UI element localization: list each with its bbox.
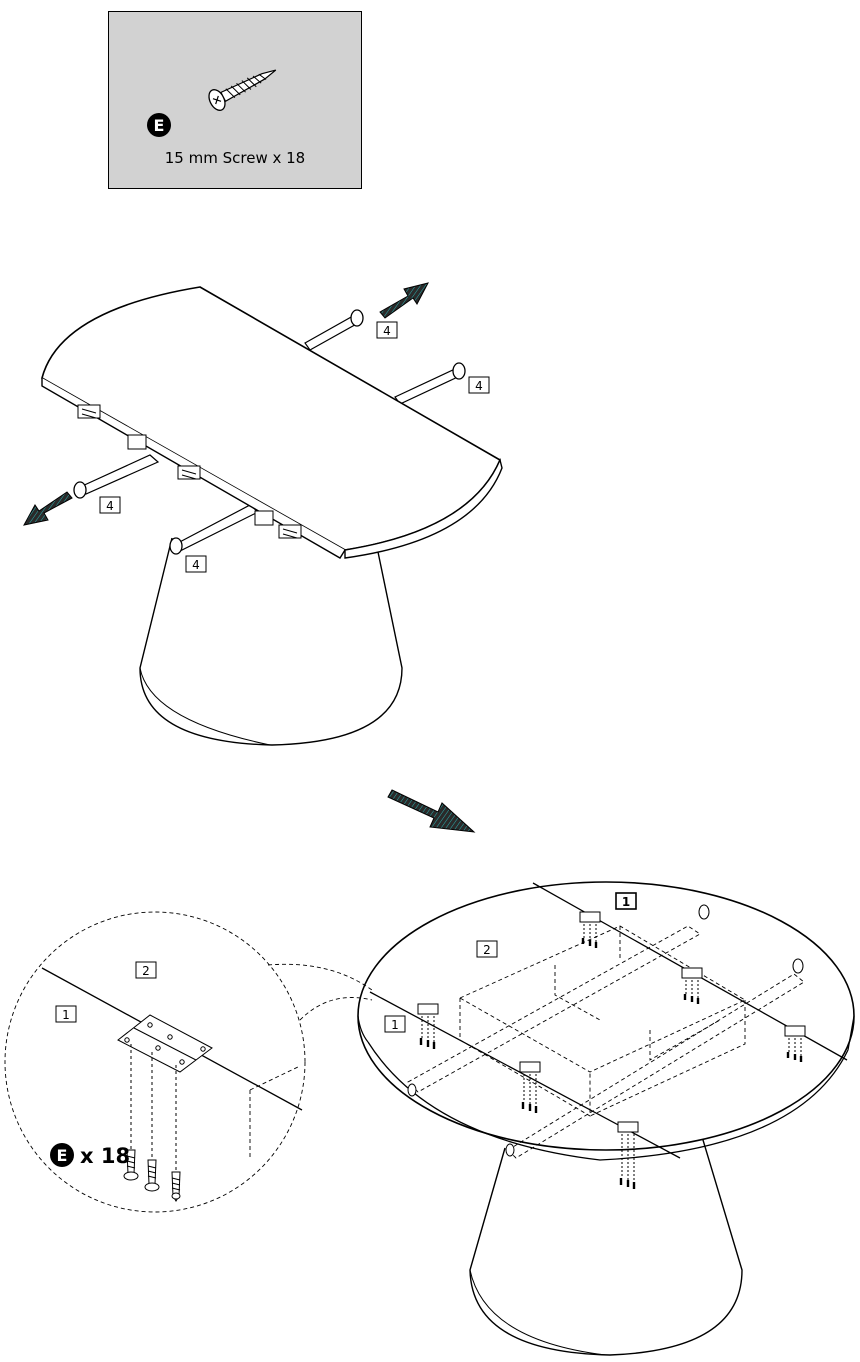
extension-label-4: 4 [185,555,207,573]
extension-bar-ends [73,309,466,555]
hinge [519,1061,541,1113]
parts-caption: 15 mm Screw x 18 [164,149,306,167]
extension-label-2: 4 [468,376,490,394]
leaf-1-text: 1 [391,1018,399,1032]
leaf-2-text: 2 [483,943,491,957]
detail-leaf-1-label: 1 [55,1005,77,1023]
extension-label-text: 4 [192,558,200,572]
next-step-arrow [387,789,476,833]
cone-base-bottom [469,1129,743,1356]
extension-label-text: 4 [106,499,114,513]
hinge [681,967,703,1004]
detail-hinge [117,1014,213,1172]
step-extend-illustration: 4 4 4 4 [23,282,503,746]
extension-rails [79,315,464,552]
bar-ends-bottom [407,904,804,1157]
screw-icon [208,69,277,111]
part-letter-badge: E [147,113,171,137]
pull-arrow-right [379,282,429,319]
parts-graphics: E [147,69,277,137]
detail-screw-count: E x 18 [50,1143,130,1168]
detail-leaf-2-text: 2 [142,964,150,978]
extension-label-text: 4 [475,379,483,393]
hinge [617,1121,639,1189]
screw-icon [171,1171,181,1202]
hinge [579,911,601,948]
leaf-2-label-bottom: 2 [476,940,498,958]
extension-label-1: 4 [376,321,398,339]
detail-leaf-2-label: 2 [135,961,157,979]
detail-screw-letter: E [57,1146,68,1165]
hinge [784,1025,806,1062]
detail-callout: 1 2 E x 18 [4,911,373,1213]
screw-letter-badge [50,1143,74,1167]
part-letter: E [154,116,165,135]
detail-leaf-1-text: 1 [62,1008,70,1022]
extension-label-3: 4 [99,496,121,514]
parts-box: E 15 mm Screw x 18 [108,11,362,189]
pull-arrow-left [23,491,73,526]
detail-screws [123,1149,181,1202]
hidden-frame [407,925,805,1159]
screw-icon [123,1149,139,1181]
hinge [417,1003,439,1049]
leaf-1-label-side: 1 [384,1015,406,1033]
step-assembled-illustration: 1 2 1 [357,881,855,1356]
detail-screw-quantity: x 18 [80,1144,130,1168]
screw-icon [144,1159,160,1192]
hinge-set [417,911,806,1189]
leaf-1-label-bottom: 1 [615,892,637,910]
leaf-1-text: 1 [622,895,630,909]
extension-label-text: 4 [383,324,391,338]
underside-hinges [77,404,302,539]
cone-base-top [139,537,403,746]
